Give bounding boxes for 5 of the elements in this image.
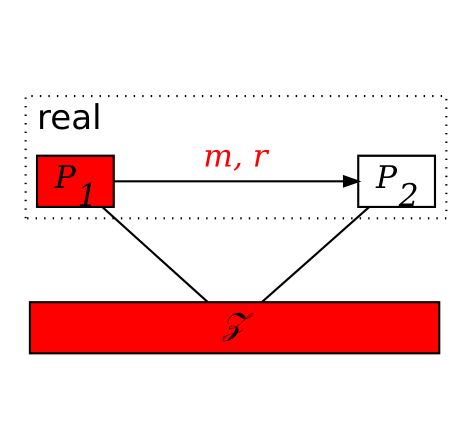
arrow [114,174,362,188]
connector [261,206,370,303]
connector [102,206,208,303]
node-box: 𝒵 [28,301,440,354]
edge-label: m, r [203,138,268,175]
